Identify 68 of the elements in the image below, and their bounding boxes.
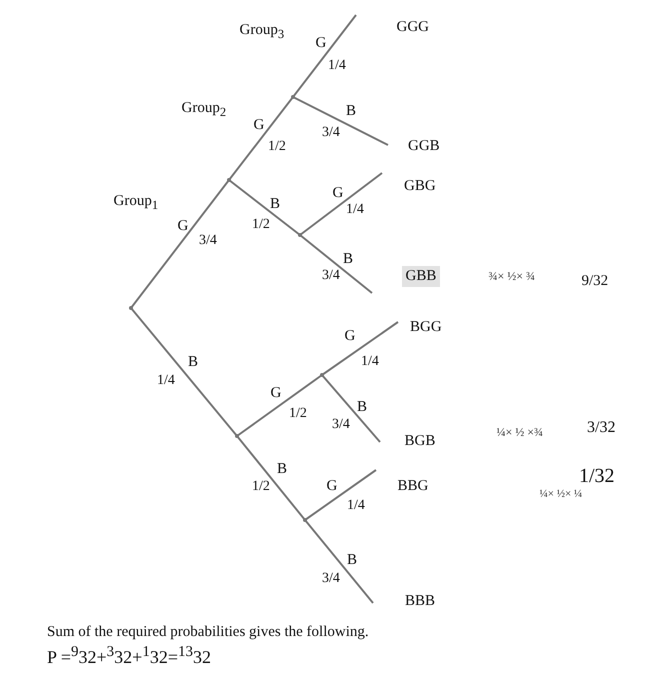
tree-branch: [236, 435, 306, 521]
group-label: Group$_{2}$: [182, 101, 226, 118]
tree-branch: [299, 172, 383, 236]
branch-label: B: [270, 196, 280, 212]
probability-result: 9/32: [582, 274, 608, 288]
outcome-label: BGG: [406, 316, 446, 338]
junction-point: [291, 95, 295, 99]
probability-label: 1/2: [252, 218, 270, 232]
group-label: Group$_{1}$: [114, 194, 158, 212]
tree-branch: [228, 179, 301, 236]
branch-label: B: [347, 552, 358, 568]
tree-branch: [130, 307, 238, 437]
branch-label: G: [316, 36, 326, 50]
outcome-label: GBB: [402, 266, 440, 286]
formula: P =$^{9}$32+$^{3}$32+$^{1}$32=$^{13}$32: [47, 644, 211, 666]
branch-label: G: [344, 328, 356, 344]
tree-branch: [321, 321, 399, 376]
tree-branch: [299, 234, 373, 294]
branch-label: B: [346, 104, 356, 118]
branch-label: G: [326, 478, 338, 494]
probability-label: 3/4: [332, 418, 350, 432]
junction-point: [303, 518, 307, 522]
tree-branch: [321, 374, 381, 443]
branch-label: B: [343, 252, 354, 266]
product-expression: ¼× ½ ×¾: [496, 426, 544, 438]
outcome-label: BBB: [401, 590, 440, 612]
probability-result: 1/32: [579, 466, 615, 486]
junction-point: [320, 373, 324, 377]
probability-label: 1/2: [252, 480, 270, 494]
group-label: Group$_{3}$: [240, 23, 284, 40]
probability-label: 1/4: [346, 203, 364, 217]
probability-label: 3/4: [322, 126, 340, 140]
tree-branch: [292, 14, 357, 98]
tree-branch: [130, 179, 230, 309]
product-expression: ¼× ½× ¼: [540, 488, 582, 500]
branch-label: G: [178, 218, 188, 234]
probability-label: 3/4: [322, 269, 340, 283]
outcome-label: BGB: [400, 430, 440, 452]
sentence: Sum of the required probabilities gives the following.: [47, 624, 369, 640]
junction-point: [227, 178, 231, 182]
probability-label: 1/4: [347, 499, 365, 513]
branch-label: G: [254, 118, 264, 132]
branch-label: G: [270, 386, 282, 400]
tree-branch: [228, 96, 294, 181]
tree-branch: [304, 519, 374, 604]
outcome-label: GGB: [404, 136, 444, 156]
junction-point: [298, 233, 302, 237]
probability-label: 1/2: [268, 140, 286, 154]
tree-branch: [304, 469, 377, 521]
tree-branch: [292, 96, 388, 146]
probability-label: 1/4: [157, 374, 175, 388]
outcome-label: BBG: [394, 476, 432, 496]
branch-label: B: [188, 354, 198, 370]
branch-label: B: [277, 462, 288, 476]
product-expression: ¾× ½× ¾: [488, 270, 536, 282]
tree-branch: [236, 374, 323, 437]
branch-label: G: [332, 186, 344, 200]
branch-label: B: [357, 400, 368, 414]
probability-label: 3/4: [322, 572, 340, 586]
junction-point: [235, 434, 239, 438]
probability-label: 1/4: [328, 59, 346, 73]
outcome-label: GBG: [400, 176, 440, 196]
probability-label: 1/2: [289, 407, 307, 421]
probability-label: 3/4: [199, 234, 217, 248]
probability-result: 3/32: [587, 420, 616, 436]
outcome-label: GGG: [392, 16, 433, 38]
junction-point: [129, 306, 133, 310]
probability-label: 1/4: [361, 355, 379, 369]
